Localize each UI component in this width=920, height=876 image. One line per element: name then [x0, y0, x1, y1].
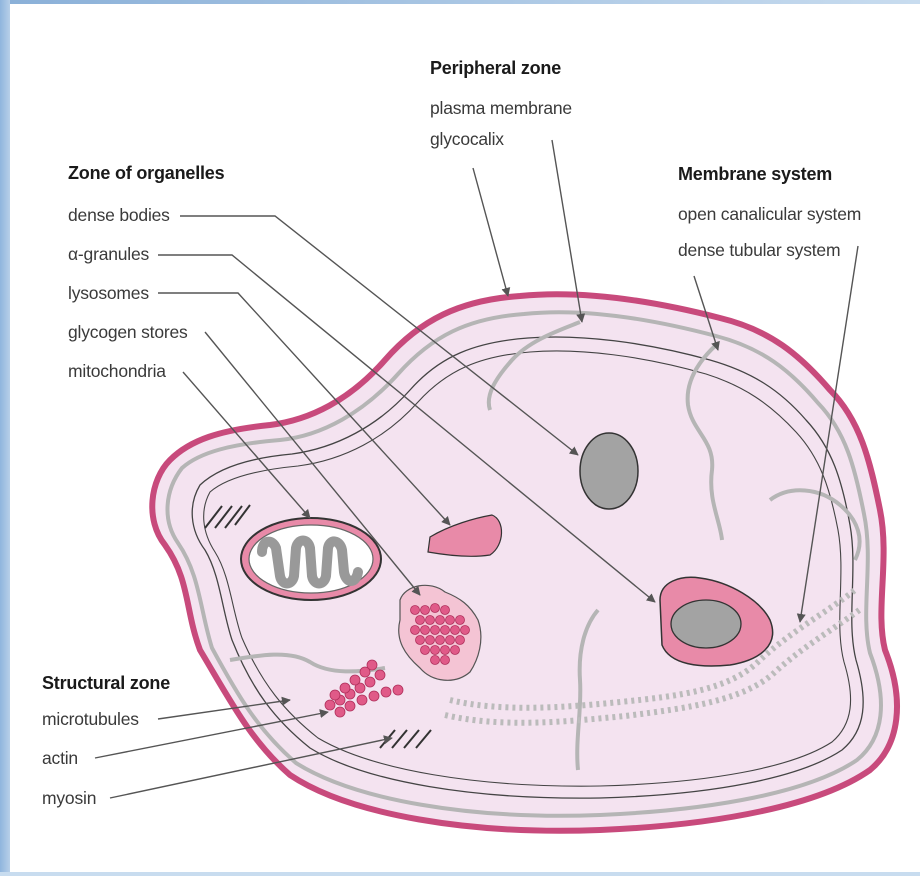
alpha-granule-core [671, 600, 741, 648]
dense-body [580, 433, 638, 509]
peripheral-zone-title: Peripheral zone [430, 57, 561, 79]
mitochondrion-cristae [262, 541, 358, 584]
membrane-item-open-canalicular: open canalicular system [678, 203, 861, 225]
organelles-zone-title: Zone of organelles [68, 162, 224, 184]
organelle-item-mitochondria: mitochondria [68, 360, 166, 382]
peripheral-item-plasma-membrane: plasma membrane [430, 97, 572, 119]
structural-zone-title: Structural zone [42, 672, 170, 694]
leader-glycocalix [473, 168, 508, 296]
organelle-item-dense-bodies: dense bodies [68, 204, 170, 226]
organelle-item-lysosomes: lysosomes [68, 282, 149, 304]
structural-item-myosin: myosin [42, 787, 96, 809]
structural-item-actin: actin [42, 747, 78, 769]
structural-item-microtubules: microtubules [42, 708, 139, 730]
peripheral-item-glycocalix: glycocalix [430, 128, 504, 150]
organelle-item-alpha-granules: α-granules [68, 243, 149, 265]
organelle-item-glycogen-stores: glycogen stores [68, 321, 188, 343]
membrane-item-dense-tubular: dense tubular system [678, 239, 840, 261]
membrane-system-title: Membrane system [678, 163, 832, 185]
